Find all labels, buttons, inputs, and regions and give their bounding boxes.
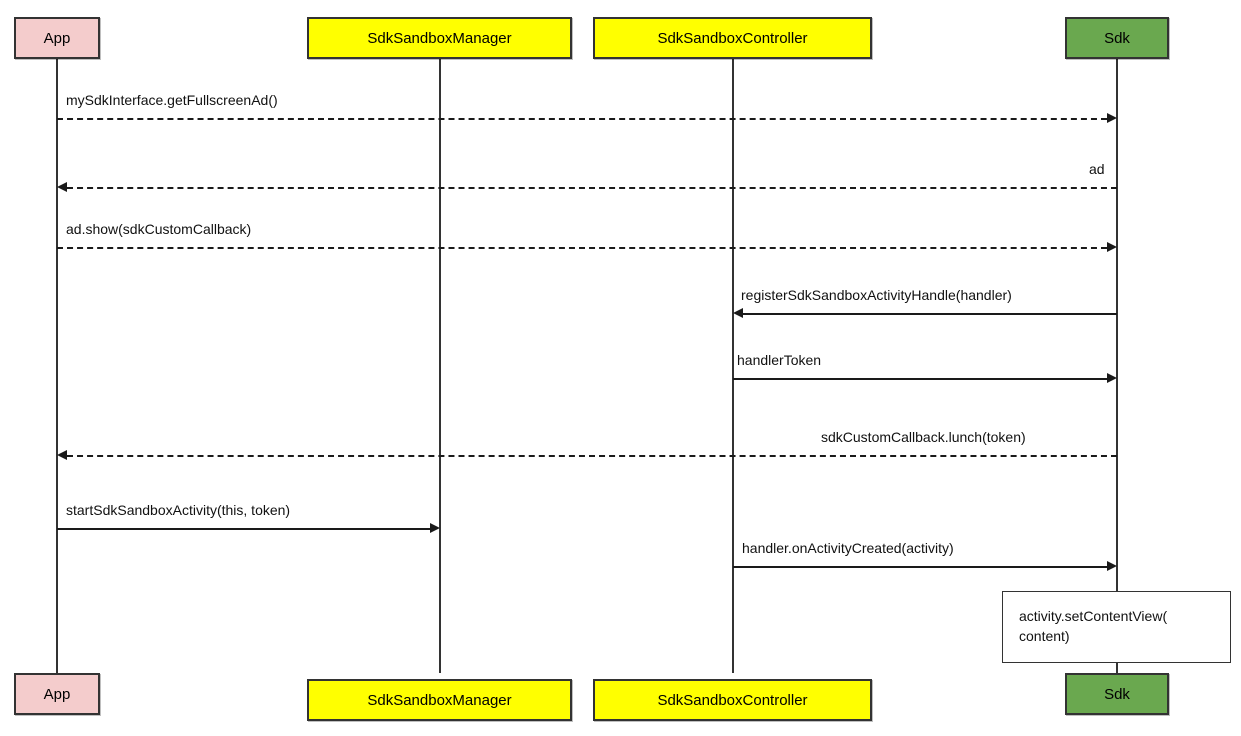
- lifeline-app: [56, 58, 58, 673]
- message-label-4: registerSdkSandboxActivityHandle(handler…: [741, 287, 1012, 303]
- message-arrowhead-5: [1107, 373, 1117, 383]
- message-arrowhead-8: [1107, 561, 1117, 571]
- participant-app-top[interactable]: App: [14, 17, 100, 59]
- participant-manager-bottom[interactable]: SdkSandboxManager: [307, 679, 572, 721]
- message-label-1: mySdkInterface.getFullscreenAd(): [66, 92, 278, 108]
- participant-app-bottom-label: App: [43, 685, 71, 703]
- message-line-5: [733, 378, 1107, 380]
- message-line-8: [733, 566, 1107, 568]
- message-label-6: sdkCustomCallback.lunch(token): [821, 429, 1026, 445]
- message-line-2: [67, 187, 1117, 189]
- message-arrowhead-4: [733, 308, 743, 318]
- participant-manager-top[interactable]: SdkSandboxManager: [307, 17, 572, 59]
- message-line-6: [67, 455, 1117, 457]
- participant-manager-bottom-label: SdkSandboxManager: [367, 691, 512, 709]
- participant-controller-top-label: SdkSandboxController: [657, 29, 808, 47]
- message-label-5: handlerToken: [737, 352, 822, 368]
- message-arrowhead-3: [1107, 242, 1117, 252]
- message-line-3: [57, 247, 1107, 249]
- participant-app-top-label: App: [43, 29, 71, 47]
- message-line-1: [57, 118, 1107, 120]
- note-set-content-view: activity.setContentView( content): [1002, 591, 1231, 663]
- message-arrowhead-1: [1107, 113, 1117, 123]
- participant-controller-bottom[interactable]: SdkSandboxController: [593, 679, 872, 721]
- message-arrowhead-6: [57, 450, 67, 460]
- participant-controller-top[interactable]: SdkSandboxController: [593, 17, 872, 59]
- message-label-2: ad: [1089, 161, 1105, 177]
- message-label-8: handler.onActivityCreated(activity): [742, 540, 954, 556]
- participant-controller-bottom-label: SdkSandboxController: [657, 691, 808, 709]
- participant-manager-top-label: SdkSandboxManager: [367, 29, 512, 47]
- message-line-7: [57, 528, 430, 530]
- message-arrowhead-7: [430, 523, 440, 533]
- participant-sdk-top-label: Sdk: [1104, 29, 1130, 47]
- lifeline-sdk: [1116, 58, 1118, 673]
- lifeline-manager: [439, 58, 441, 673]
- participant-app-bottom[interactable]: App: [14, 673, 100, 715]
- message-label-3: ad.show(sdkCustomCallback): [66, 221, 252, 237]
- message-label-7: startSdkSandboxActivity(this, token): [66, 502, 291, 518]
- participant-sdk-top[interactable]: Sdk: [1065, 17, 1169, 59]
- note-line-1: activity.setContentView(: [1019, 608, 1168, 624]
- note-line-2: content): [1019, 628, 1070, 645]
- lifeline-controller: [732, 58, 734, 673]
- message-arrowhead-2: [57, 182, 67, 192]
- participant-sdk-bottom-label: Sdk: [1104, 685, 1130, 703]
- participant-sdk-bottom[interactable]: Sdk: [1065, 673, 1169, 715]
- message-line-4: [743, 313, 1117, 315]
